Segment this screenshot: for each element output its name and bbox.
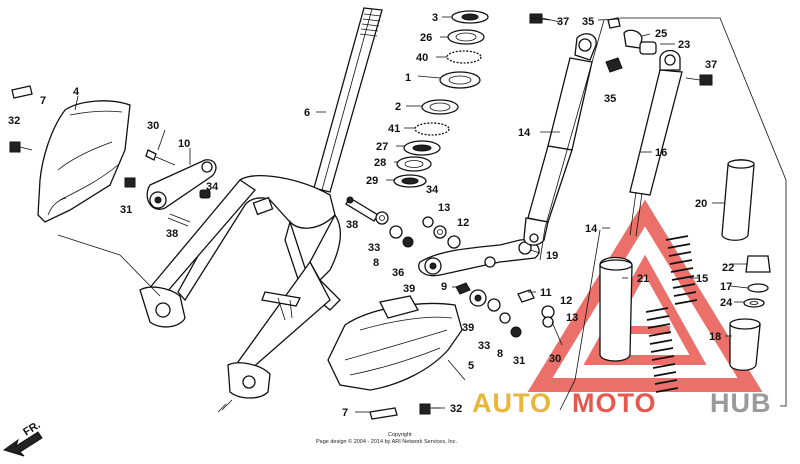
part-label: 33 — [368, 242, 380, 254]
lower-shield-part — [327, 295, 463, 391]
part-label: 28 — [374, 157, 386, 169]
part-label: 39 — [403, 283, 415, 295]
center-hardware-part — [345, 196, 540, 338]
part-label: 26 — [420, 32, 432, 44]
part-label: 29 — [366, 175, 378, 187]
part-label: 8 — [373, 257, 379, 269]
fork-group-outline — [539, 17, 787, 411]
part-label: 40 — [416, 52, 428, 64]
part-label: 30 — [549, 353, 561, 365]
part-label: 21 — [637, 273, 649, 285]
part-label: 14 — [585, 223, 598, 235]
fender-left-part — [37, 100, 131, 223]
part-label: 30 — [147, 120, 159, 132]
part-label: 23 — [678, 39, 690, 51]
part-labels: 3 26 40 1 2 41 27 28 29 34 13 12 6 4 7 3… — [8, 12, 734, 419]
part-label: 38 — [166, 228, 178, 240]
label-plate-bottom — [369, 407, 398, 420]
front-direction-arrow: FR. — [2, 419, 43, 457]
part-label: 11 — [540, 287, 552, 299]
part-label: 22 — [722, 262, 734, 274]
part-label: 36 — [392, 267, 404, 279]
part-label: 32 — [8, 115, 20, 127]
part-label: 35 — [582, 16, 594, 28]
part-label: 38 — [346, 219, 358, 231]
part-label: 20 — [695, 198, 707, 210]
part-label: 5 — [468, 360, 474, 372]
part-label: 19 — [546, 250, 558, 262]
leader-lines — [57, 16, 749, 413]
part-label: 13 — [566, 312, 578, 324]
bearing-stack-part — [393, 10, 489, 188]
part-label: 37 — [705, 59, 717, 71]
steering-stem-part — [139, 7, 383, 413]
fork-inner-part — [517, 159, 771, 393]
watermark-brand-hub: HUB — [710, 388, 772, 418]
part-label: 32 — [450, 403, 462, 415]
part-label: 10 — [178, 138, 190, 150]
part-label: 31 — [120, 204, 132, 216]
copyright-notice: Copyright Page design © 2004 - 2014 by A… — [316, 432, 457, 445]
right-shock-part — [623, 29, 713, 237]
part-label: 18 — [709, 331, 721, 343]
watermark-text: AUTO MOTO HUB — [472, 388, 772, 418]
part-label: 9 — [441, 281, 447, 293]
copyright-line1: Copyright — [388, 432, 412, 438]
part-label: 27 — [376, 141, 388, 153]
part-label: 8 — [497, 348, 503, 360]
part-label: 17 — [720, 281, 732, 293]
part-label: 7 — [342, 407, 348, 419]
part-label: 35 — [604, 93, 616, 105]
part-label: 14 — [518, 127, 531, 139]
part-label: 2 — [395, 101, 401, 113]
link-arm-part — [124, 149, 217, 227]
watermark-brand-moto: MOTO — [572, 388, 657, 418]
watermark-brand-auto: AUTO — [472, 388, 552, 418]
part-label: 12 — [560, 295, 572, 307]
part-label: 41 — [388, 123, 400, 135]
part-label: 39 — [462, 322, 474, 334]
bolt-32-bottom — [419, 403, 445, 415]
part-label: 13 — [438, 202, 450, 214]
part-label: 37 — [557, 16, 569, 28]
part-label: 1 — [405, 72, 411, 84]
part-label: 34 — [426, 184, 439, 196]
part-label: 16 — [655, 147, 667, 159]
part-label: 4 — [73, 86, 80, 98]
part-label: 12 — [457, 217, 469, 229]
label-plate-top — [11, 85, 33, 99]
part-label: 24 — [720, 297, 733, 309]
part-label: 31 — [513, 355, 525, 367]
copyright-line2: Page design © 2004 - 2014 by ARI Network… — [316, 438, 457, 445]
left-shock-part — [523, 13, 623, 246]
part-label: 3 — [432, 12, 438, 24]
part-label: 33 — [478, 340, 490, 352]
part-label: 15 — [696, 273, 708, 285]
part-label: 25 — [655, 28, 667, 40]
part-label: 7 — [40, 95, 46, 107]
bolt-32-left — [9, 141, 33, 153]
part-label: 6 — [304, 107, 310, 119]
part-label: 34 — [206, 181, 219, 193]
